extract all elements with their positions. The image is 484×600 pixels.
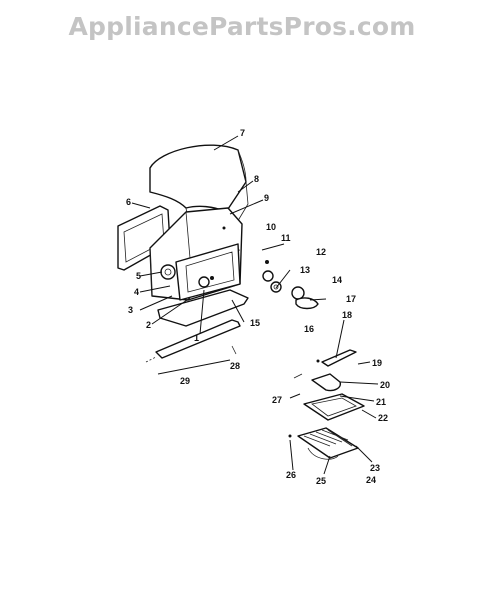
callout-5: 5 — [136, 271, 141, 281]
callout-10: 10 — [266, 222, 276, 232]
callout-18: 18 — [342, 310, 352, 320]
callout-22: 22 — [378, 413, 388, 423]
callout-20: 20 — [380, 380, 390, 390]
part-oven-box — [149, 207, 243, 301]
callout-23: 23 — [370, 463, 380, 473]
callout-9: 9 — [264, 193, 269, 203]
leader-lines — [131, 135, 379, 475]
callout-27: 27 — [272, 395, 282, 405]
callout-labels: 7 8 9 6 10 11 12 13 14 17 16 5 4 3 2 1 1… — [126, 128, 390, 486]
watermark: AppliancePartsPros.com — [68, 12, 416, 41]
callout-8: 8 — [254, 174, 259, 184]
callout-21: 21 — [376, 397, 386, 407]
callout-2: 2 — [146, 320, 151, 330]
callout-14: 14 — [332, 275, 342, 285]
callout-7: 7 — [240, 128, 245, 138]
callout-25: 25 — [316, 476, 326, 486]
callout-19: 19 — [372, 358, 382, 368]
callout-12: 12 — [316, 247, 326, 257]
callout-6: 6 — [126, 197, 131, 207]
callout-29: 29 — [180, 376, 190, 386]
part-element-assembly — [288, 349, 365, 460]
callout-15: 15 — [250, 318, 260, 328]
callout-24: 24 — [366, 475, 376, 485]
part-knob-assembly — [262, 260, 319, 310]
part-rod — [145, 319, 241, 363]
callout-17: 17 — [346, 294, 356, 304]
callout-1: 1 — [194, 333, 199, 343]
callout-11: 11 — [281, 233, 291, 243]
callout-3: 3 — [128, 305, 133, 315]
callout-26: 26 — [286, 470, 296, 480]
callout-4: 4 — [134, 287, 139, 297]
callout-16: 16 — [304, 324, 314, 334]
callout-13: 13 — [300, 265, 310, 275]
callout-28: 28 — [230, 361, 240, 371]
